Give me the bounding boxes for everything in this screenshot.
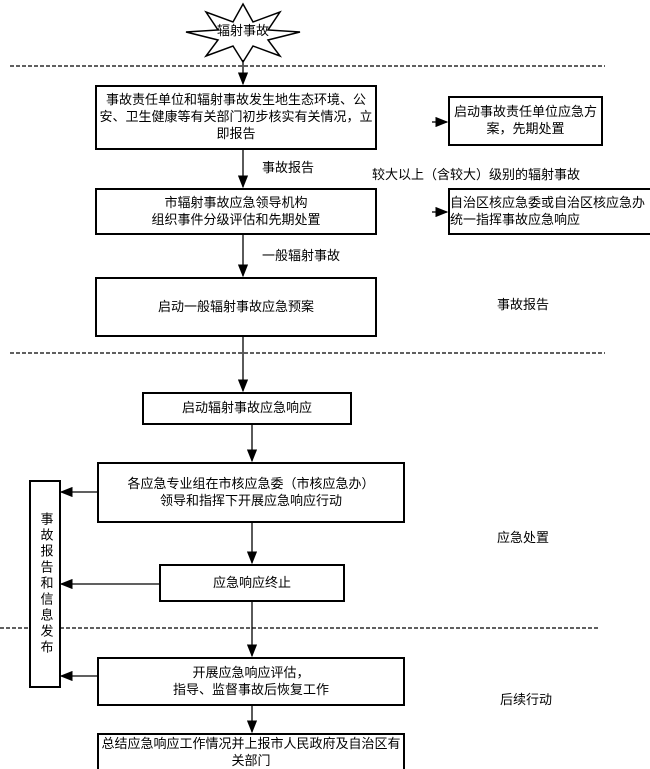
label-major: 较大以上（含较大）级别的辐射事故 [372, 168, 581, 183]
verify-box: 事故责任单位和辐射事故发生地生态环境、公安、卫生健康等有关部门初步核实有关情况，… [95, 85, 377, 150]
label-general: 一般辐射事故 [262, 249, 341, 264]
start-node: 辐射事故 [216, 24, 269, 39]
phase-followup: 后续行动 [500, 693, 553, 708]
phase-response: 应急处置 [497, 531, 550, 546]
label-report: 事故报告 [262, 161, 315, 176]
evaluate-box: 开展应急响应评估， 指导、监督事故后恢复工作 [97, 657, 405, 706]
general-plan-box: 启动一般辐射事故应急预案 [95, 277, 377, 337]
city-org-box: 市辐射事故应急领导机构 组织事件分级评估和先期处置 [95, 188, 377, 235]
terminate-box: 应急响应终止 [159, 564, 345, 602]
unit-plan-box: 启动事故责任单位应急方案，先期处置 [448, 96, 603, 146]
start-response-box: 启动辐射事故应急响应 [142, 392, 352, 425]
info-release-box: 事故报告和信息发布 [29, 480, 61, 688]
region-box: 自治区核应急委或自治区核应急办统一指挥事故应急响应 [448, 188, 650, 235]
summary-box: 总结应急响应工作情况并上报市人民政府及自治区有关部门 [97, 733, 405, 769]
actions-box: 各应急专业组在市核应急委（市核应急办） 领导和指挥下开展应急响应行动 [97, 462, 405, 523]
phase-report: 事故报告 [497, 298, 550, 313]
